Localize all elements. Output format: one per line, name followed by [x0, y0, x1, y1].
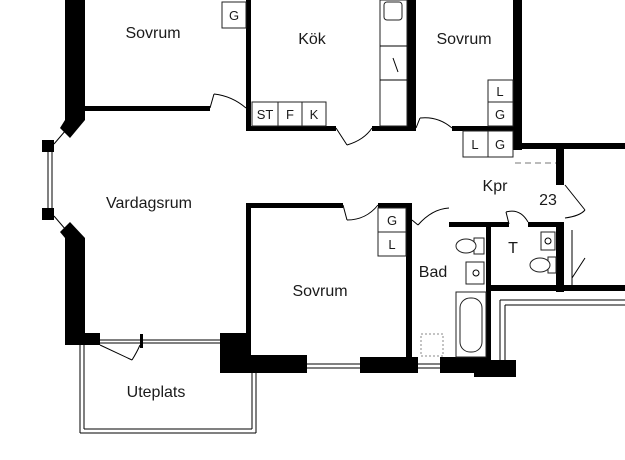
wall-sovrum-tl-bottom: [85, 106, 210, 111]
wall-right-stub: [556, 143, 564, 185]
room-label-sovrum-top-left: Sovrum: [125, 25, 180, 42]
wall-bad-top: [449, 222, 509, 227]
unit-number: 23: [539, 192, 557, 209]
patio: [79, 345, 257, 434]
fixture-boxes: G ST F K L G L G G L: [221, 1, 514, 257]
wall-sovrum-b-right: [406, 203, 412, 373]
room-label-kpr: Kpr: [483, 178, 509, 195]
wall-left-lower: [65, 238, 85, 340]
bay-window: [42, 120, 85, 238]
wall-kok-bottom-right: [372, 126, 416, 131]
wall-bottom-b: [232, 355, 307, 373]
wall-bad-right: [486, 222, 491, 360]
wall-t-top: [528, 222, 564, 227]
fixture-l-right: L: [496, 84, 503, 99]
fixture-g-top-left: G: [229, 8, 239, 23]
room-labels: Sovrum Kök Sovrum Vardagsrum Kpr 23 Sovr…: [106, 25, 557, 401]
wall-bottom-left: [65, 333, 100, 345]
fixture-f: F: [286, 107, 294, 122]
bottom-windows: [100, 334, 440, 369]
doors: [99, 93, 586, 361]
wall-bottom-c: [360, 357, 418, 373]
wall-kok-left: [246, 0, 251, 130]
wall-left-upper: [65, 0, 85, 120]
fixture-k: K: [310, 107, 319, 122]
wall-right-top: [513, 143, 625, 149]
washer-space: [420, 333, 444, 357]
t-toilet-bowl: [529, 257, 551, 273]
room-label-kok: Kök: [298, 31, 327, 48]
room-label-toilet: T: [508, 240, 518, 257]
wall-kok-right: [407, 0, 416, 131]
room-label-vardagsrum: Vardagsrum: [106, 195, 192, 212]
wall-sovrum-b-top: [246, 203, 343, 208]
kitchen-counter: [379, 0, 408, 127]
room-label-sovrum-top-right: Sovrum: [436, 31, 491, 48]
room-label-uteplats: Uteplats: [127, 384, 186, 401]
room-label-sovrum-bottom: Sovrum: [292, 283, 347, 300]
wall-sovrum-tr-right: [513, 0, 522, 150]
wall-t-right: [556, 222, 564, 292]
bathroom-fixtures: [420, 230, 625, 360]
wall-kok-bottom-left: [246, 126, 336, 131]
fixture-g-bottom: G: [387, 213, 397, 228]
fixture-g-right: G: [495, 107, 505, 122]
walls: [65, 0, 625, 377]
fixture-g-hall: G: [495, 137, 505, 152]
wall-sovrum-b-top-right: [378, 203, 411, 208]
bad-toilet-bowl: [455, 238, 477, 254]
fixture-l-hall: L: [471, 137, 478, 152]
wall-sovrum-b-left: [246, 203, 251, 373]
wall-bottom-e: [474, 360, 516, 377]
room-label-bad: Bad: [419, 264, 447, 281]
wall-t-bottom: [491, 285, 625, 291]
fixture-l-bottom: L: [388, 237, 395, 252]
wall-sovrum-tr-bottom: [452, 126, 516, 131]
t-sink: [540, 231, 556, 251]
fixture-st: ST: [257, 107, 274, 122]
bad-sink: [465, 261, 485, 285]
